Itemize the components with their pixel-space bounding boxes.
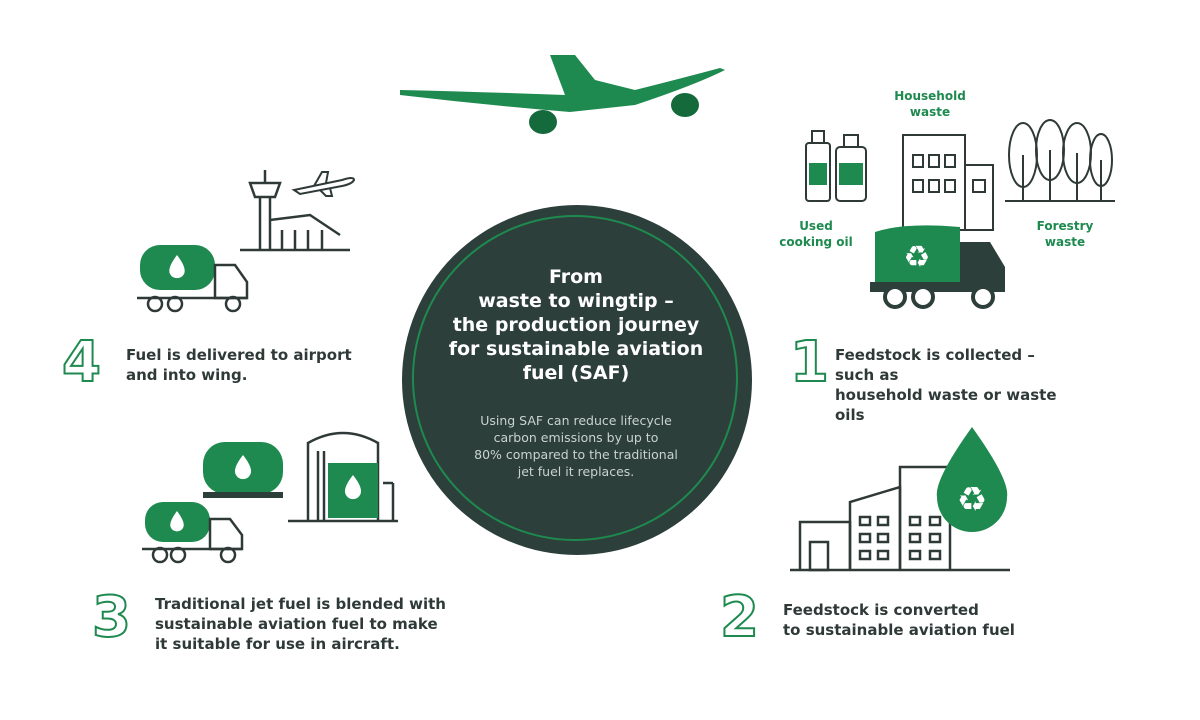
fuel-tank-icon [203, 442, 283, 498]
fuel-droplet-icon: ♻ [936, 427, 1008, 532]
step-4-number: 4 [61, 330, 102, 395]
forest-trees-icon [1005, 119, 1115, 202]
tanker-truck-4-icon [137, 245, 249, 313]
label-household-waste: Household waste [894, 89, 966, 119]
label-forestry-waste: Forestry waste [1036, 219, 1094, 249]
step-2-number: 2 [719, 585, 760, 650]
step-1-number: 1 [789, 330, 830, 395]
step-3-number: 3 [91, 585, 132, 650]
center-ring [412, 215, 738, 541]
svg-text:♻: ♻ [904, 240, 931, 275]
step-3-text: Traditional jet fuel is blended with sus… [155, 595, 446, 653]
step-1-text: Feedstock is collected – such as househo… [835, 346, 1057, 424]
household-buildings-icon [902, 134, 994, 231]
blending-facility-icon [288, 431, 398, 523]
airplane-icon [400, 55, 725, 134]
center-body: Using SAF can reduce lifecycle carbon em… [474, 413, 678, 479]
svg-text:♻: ♻ [957, 480, 987, 520]
center-title: From waste to wingtip – the production j… [448, 266, 704, 384]
control-tower-icon [240, 170, 350, 252]
step-2-text: Feedstock is converted to sustainable av… [783, 601, 1015, 639]
label-used-cooking-oil: Used cooking oil [779, 219, 853, 249]
tanker-truck-3-icon [142, 502, 244, 564]
cooking-oil-bottles-icon [805, 130, 867, 202]
step-4-text: Fuel is delivered to airport and into wi… [126, 346, 352, 384]
garbage-truck-icon: ♻ [870, 225, 1005, 309]
small-airplane-icon [291, 171, 356, 197]
